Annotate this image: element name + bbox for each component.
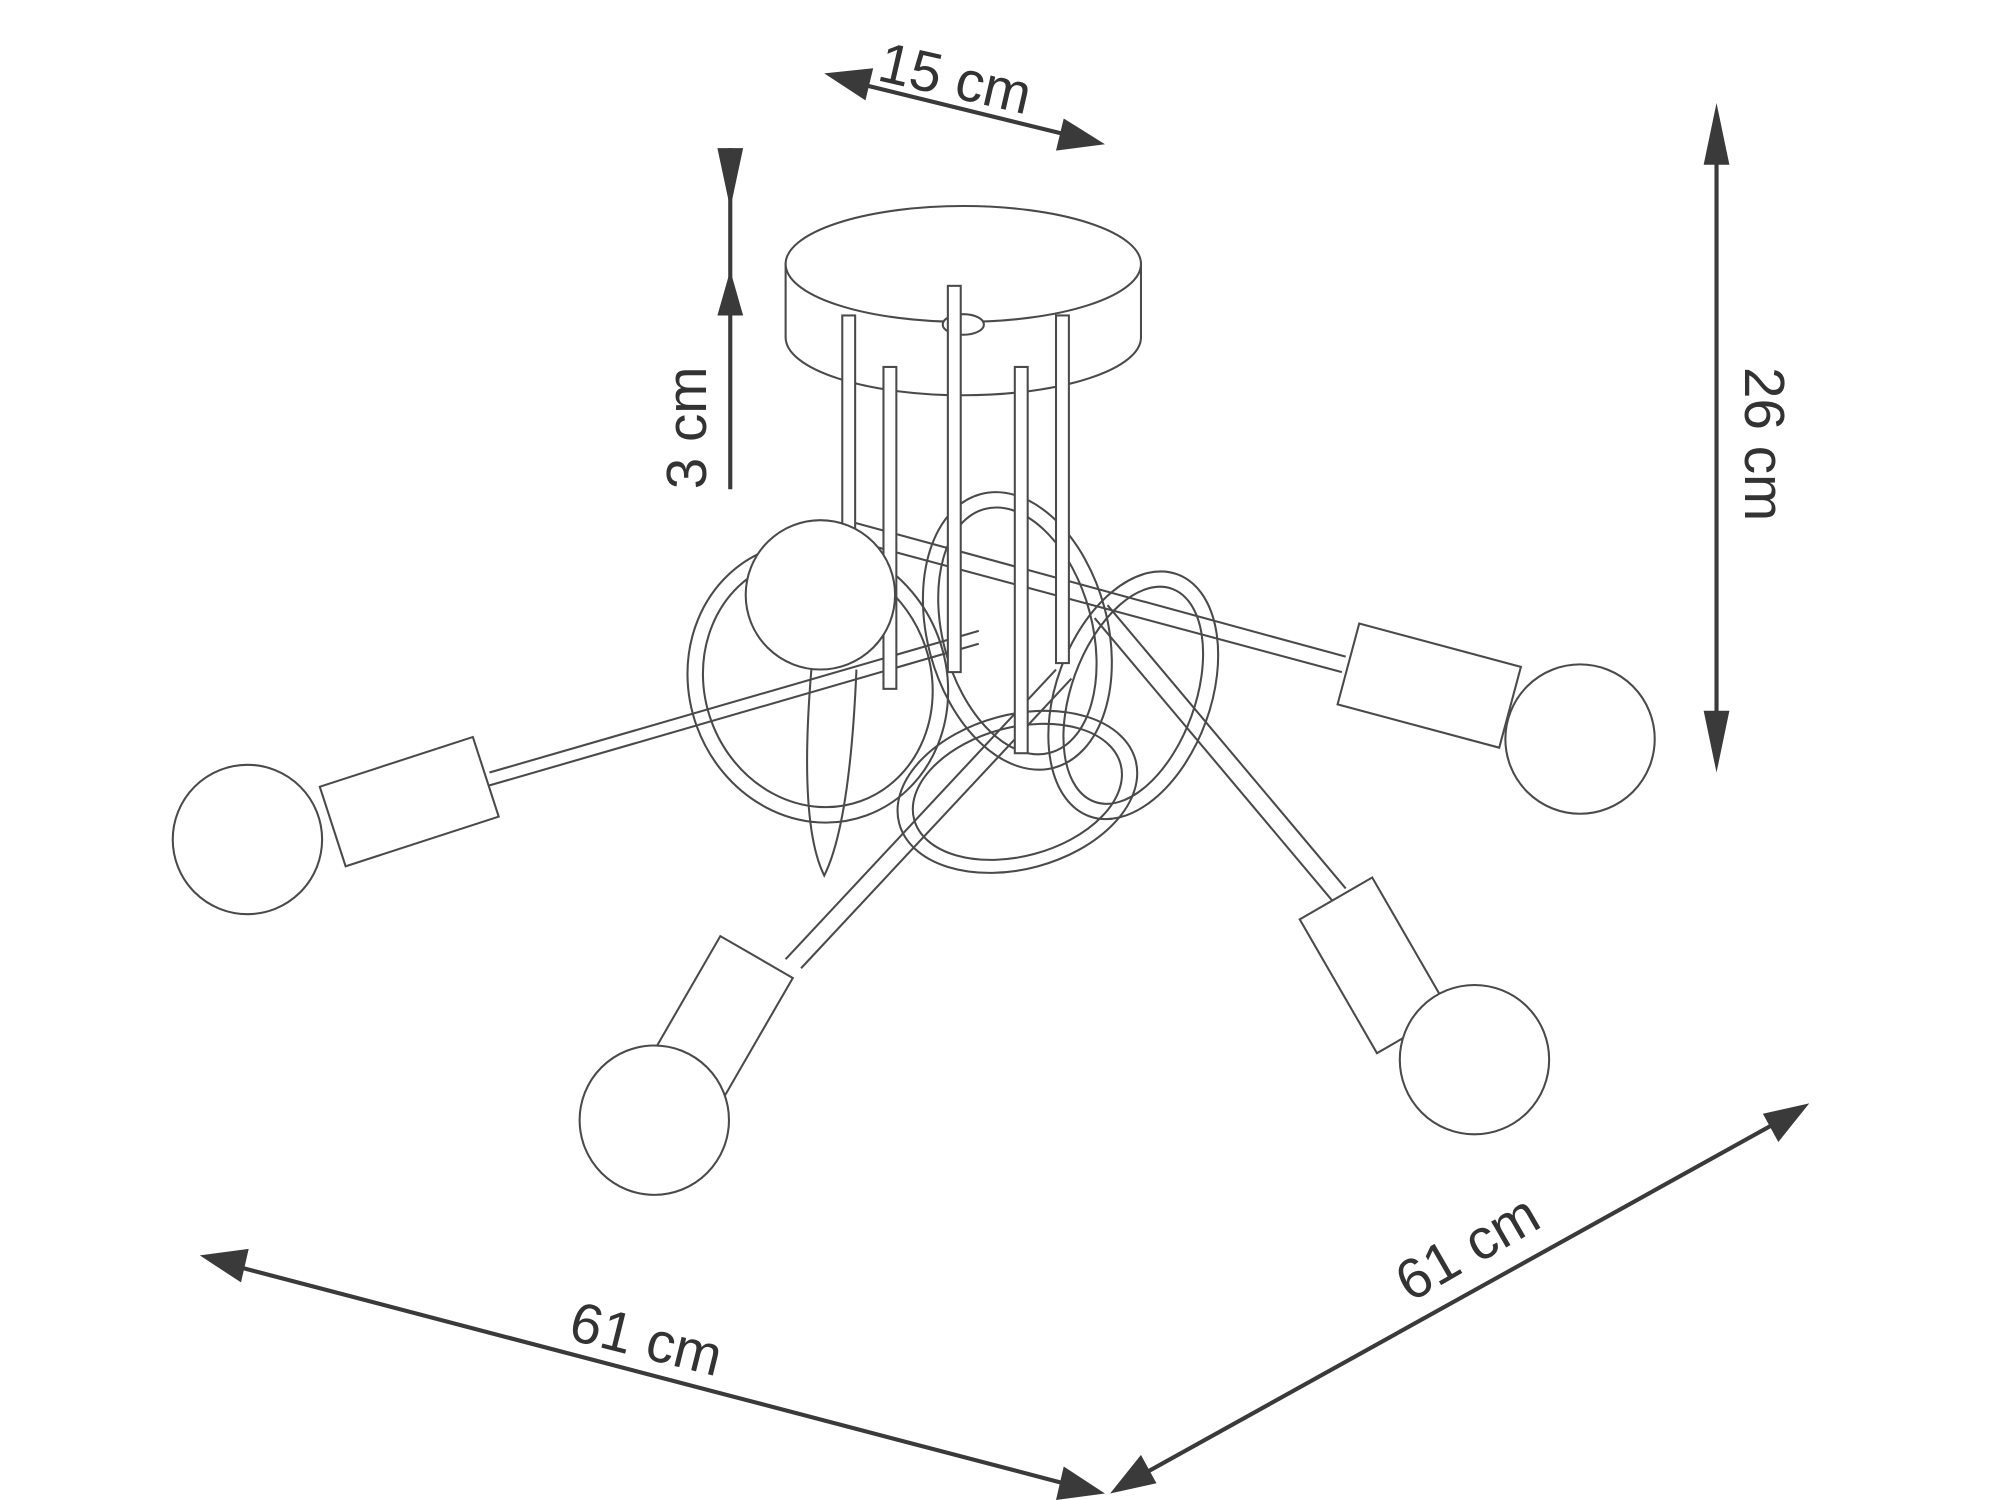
bulb-front-right xyxy=(1298,876,1551,1136)
loop-center xyxy=(921,491,1113,771)
drop-loop xyxy=(806,669,858,878)
arm-left xyxy=(489,629,980,774)
bulb-left xyxy=(171,735,501,916)
arm-front-right xyxy=(1106,604,1347,890)
bulb-right xyxy=(1336,622,1656,815)
canopy-top xyxy=(784,204,1143,323)
ceiling-lamp-illustration xyxy=(171,204,1656,1196)
loop-bottom-inner xyxy=(911,722,1123,861)
loop-bottom xyxy=(896,709,1139,874)
arm-left-edge xyxy=(489,642,980,787)
bulb-front-left xyxy=(578,934,795,1196)
dimension-width: 61 cm xyxy=(199,1248,1105,1500)
arm-front-right-edge xyxy=(1093,617,1334,902)
dimension-canopy-diameter: 15 cm xyxy=(824,31,1105,151)
loop-right xyxy=(1047,570,1220,821)
bulb-back xyxy=(744,519,897,671)
label-total-height: 26 cm xyxy=(1732,367,1795,521)
label-canopy-diameter: 15 cm xyxy=(873,31,1037,127)
dimension-depth: 61 cm xyxy=(1110,1103,1810,1494)
dimension-canopy-height: 3 cm xyxy=(656,148,744,490)
arm-right-edge xyxy=(843,537,1343,674)
label-canopy-height: 3 cm xyxy=(656,367,719,490)
arm-front-left xyxy=(784,668,1057,960)
loop-right-inner xyxy=(1062,585,1205,805)
dimension-total-height: 26 cm xyxy=(1703,103,1795,773)
